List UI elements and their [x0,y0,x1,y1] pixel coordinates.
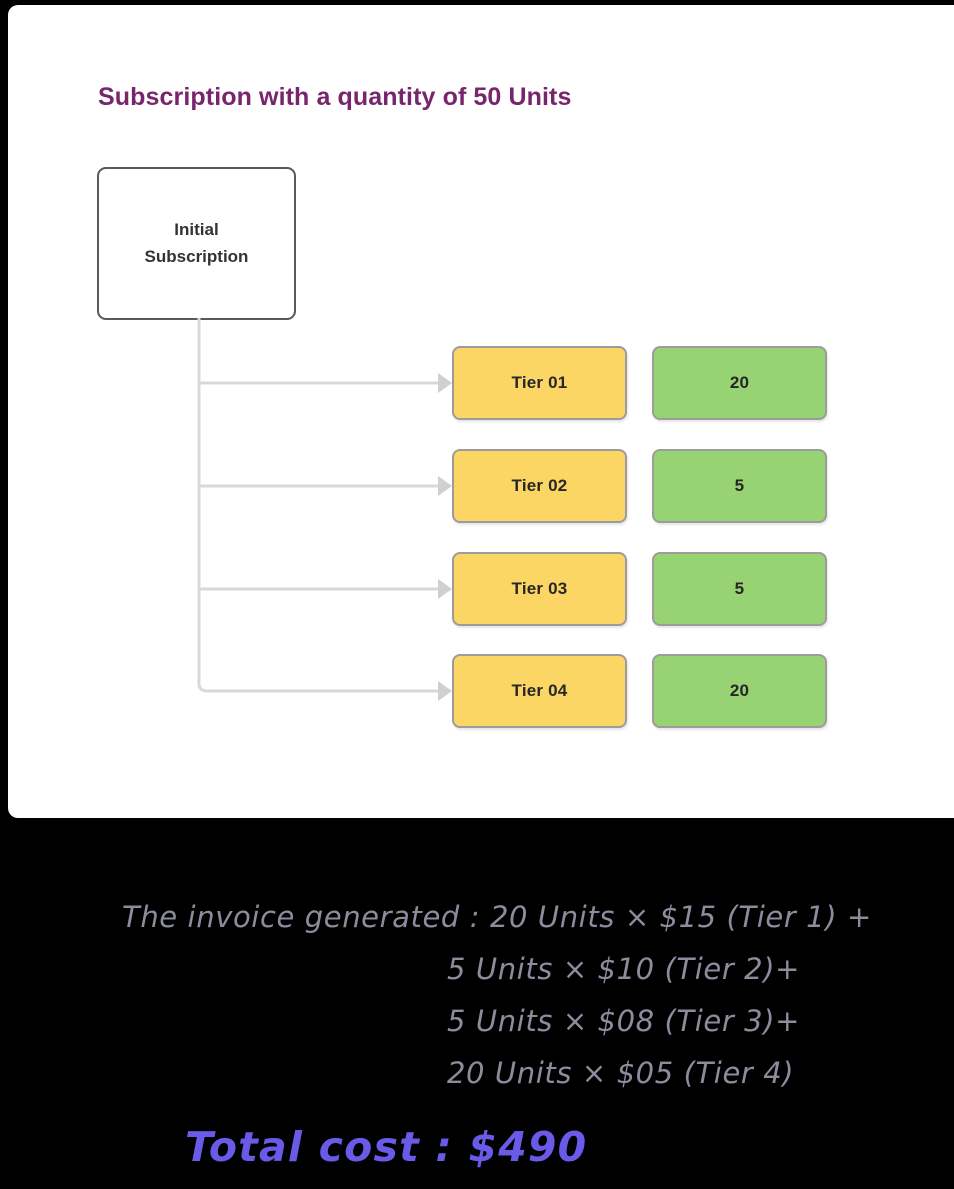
tier-box-03[interactable]: Tier 03 [452,552,627,626]
quantity-box-03[interactable]: 5 [652,552,827,626]
tier-row: Tier 01 20 [8,346,954,420]
tier-row: Tier 03 5 [8,552,954,626]
invoice-line-3: 5 Units × $08 (Tier 3)+ [447,1004,801,1038]
invoice-panel: The invoice generated : 20 Units × $15 (… [0,818,954,1189]
quantity-label: 20 [729,681,750,700]
arrowhead-group [438,373,452,701]
tier-label: Tier 03 [511,579,568,598]
initial-subscription-node[interactable]: Initial Subscription [97,167,296,320]
tier-label: Tier 02 [511,476,568,495]
quantity-label: 5 [734,579,745,598]
quantity-box-02[interactable]: 5 [652,449,827,523]
tier-label: Tier 04 [511,681,568,700]
quantity-label: 5 [734,476,745,495]
quantity-box-04[interactable]: 20 [652,654,827,728]
invoice-line-1: The invoice generated : 20 Units × $15 (… [122,900,872,934]
total-cost-line: Total cost : $490 [185,1123,588,1171]
tier-label: Tier 01 [511,373,568,392]
tier-box-01[interactable]: Tier 01 [452,346,627,420]
tier-row: Tier 02 5 [8,449,954,523]
quantity-label: 20 [729,373,750,392]
diagram-card: Subscription with a quantity of 50 Units… [8,5,954,818]
page-title: Subscription with a quantity of 50 Units [98,83,572,111]
invoice-line-4: 20 Units × $05 (Tier 4) [447,1056,795,1090]
initial-subscription-label: Initial Subscription [144,220,249,266]
invoice-line-2: 5 Units × $10 (Tier 2)+ [447,952,801,986]
tier-row: Tier 04 20 [8,654,954,728]
tier-box-04[interactable]: Tier 04 [452,654,627,728]
quantity-box-01[interactable]: 20 [652,346,827,420]
tier-box-02[interactable]: Tier 02 [452,449,627,523]
